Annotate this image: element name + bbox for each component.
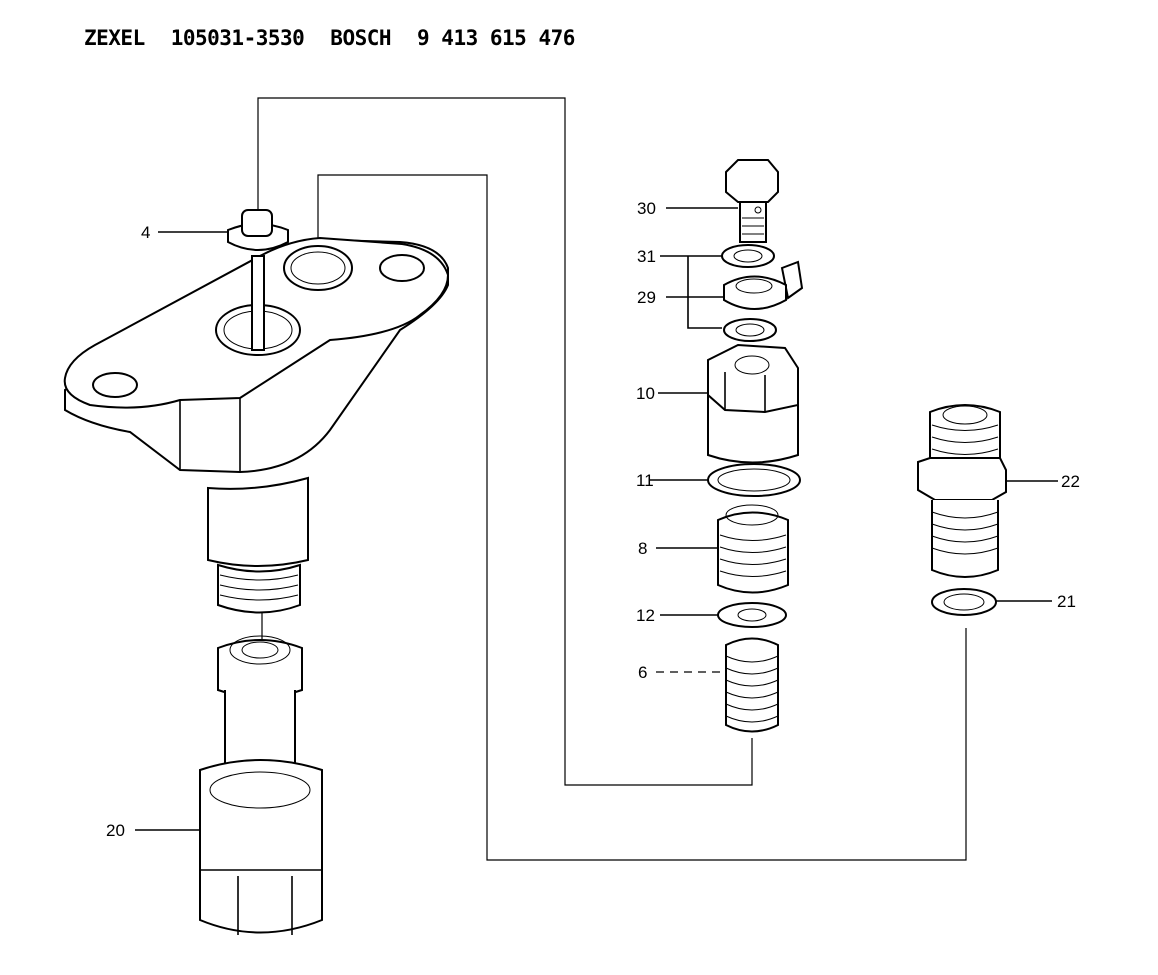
callout-12: 12 xyxy=(636,606,655,625)
callout-21: 21 xyxy=(1057,592,1076,611)
cap-nut-10 xyxy=(707,343,799,464)
shim-12 xyxy=(717,602,787,628)
callout-6: 6 xyxy=(638,663,647,682)
washer-31-lower xyxy=(723,318,777,342)
gasket-11 xyxy=(707,463,801,497)
callout-10: 10 xyxy=(636,384,655,403)
nozzle-and-retaining-nut xyxy=(199,635,323,935)
callout-4: 4 xyxy=(141,223,150,242)
callout-11: 11 xyxy=(636,471,654,490)
pin-4 xyxy=(227,209,289,351)
spring-6 xyxy=(725,637,779,733)
assembly-guide-lines xyxy=(257,97,967,861)
bolt-30 xyxy=(725,159,779,243)
callout-22: 22 xyxy=(1061,472,1080,491)
callout-30: 30 xyxy=(637,199,656,218)
brand-label: BOSCH xyxy=(330,26,392,50)
part-number-header: ZEXEL 105031-3530 BOSCH 9 413 615 476 xyxy=(84,26,601,50)
leader-lines xyxy=(135,207,1058,831)
washer-31-upper xyxy=(721,244,775,268)
callout-31: 31 xyxy=(637,247,656,266)
maker-label: ZEXEL xyxy=(84,26,145,50)
callout-8: 8 xyxy=(638,539,647,558)
washer-21 xyxy=(931,588,997,616)
connector-22 xyxy=(917,404,1007,578)
bosch-part-number: 9 413 615 476 xyxy=(417,26,575,50)
threaded-body-8 xyxy=(717,504,789,594)
callout-29: 29 xyxy=(637,288,656,307)
eye-fitting-29 xyxy=(723,260,804,310)
zexel-part-number: 105031-3530 xyxy=(170,26,305,50)
callout-20: 20 xyxy=(106,821,125,840)
